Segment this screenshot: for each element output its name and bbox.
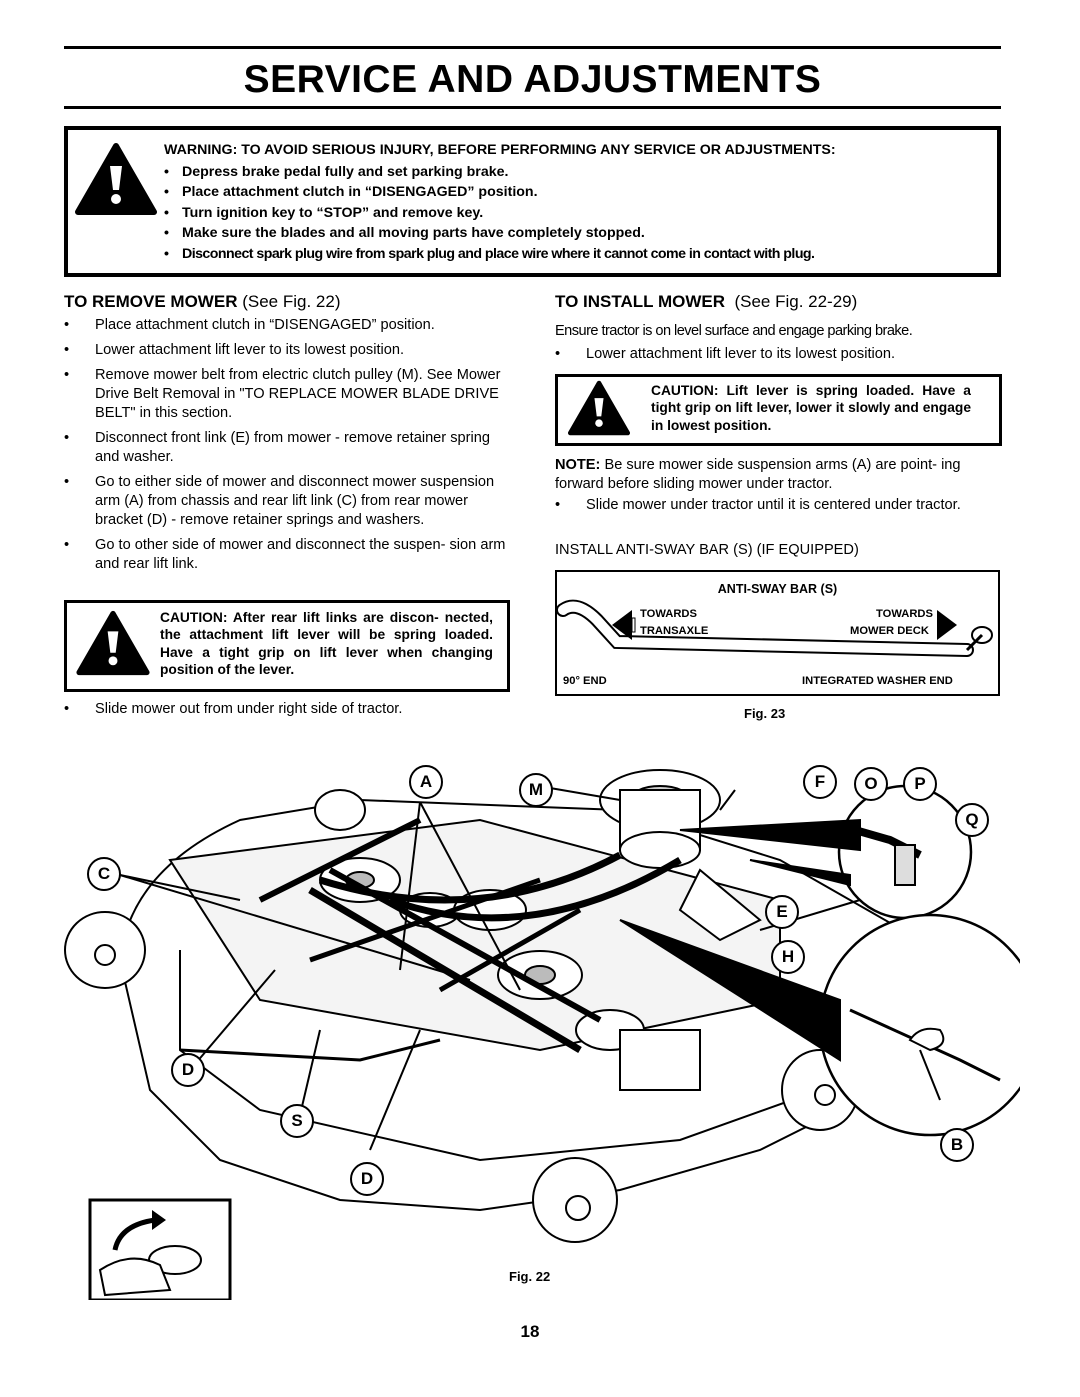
warning-heading: WARNING: TO AVOID SERIOUS INJURY, BEFORE… <box>164 142 836 158</box>
note-text: Be sure mower side suspension arms (A) a… <box>555 457 961 492</box>
warning-item: Turn ignition key to “STOP” and remove k… <box>164 203 814 224</box>
callout-p: P <box>903 767 937 801</box>
remove-heading-main: TO REMOVE MOWER <box>64 292 238 311</box>
warning-triangle-icon <box>75 143 157 215</box>
fig23-towards-right-1: TOWARDS <box>876 608 933 620</box>
callout-s: S <box>280 1104 314 1138</box>
callout-d: D <box>171 1053 205 1087</box>
fig23-caption: Fig. 23 <box>744 706 786 721</box>
fig22-caption: Fig. 22 <box>509 1269 551 1284</box>
fig23-towards-right-2: MOWER DECK <box>850 625 929 637</box>
note-label: NOTE: <box>555 457 601 473</box>
warning-item: Disconnect spark plug wire from spark pl… <box>164 244 815 265</box>
callout-h: H <box>771 940 805 974</box>
install-caution-text: CAUTION: Lift lever is spring loaded. Ha… <box>651 383 971 433</box>
top-rule <box>64 46 1001 49</box>
fig23-towards-left-1: TOWARDS <box>640 608 697 620</box>
list-item: Disconnect front link (E) from mower - r… <box>64 429 510 467</box>
list-item: Lower attachment lift lever to its lowes… <box>555 345 1001 364</box>
remove-caution-box <box>64 600 510 692</box>
title-underline <box>64 106 1001 109</box>
warning-box <box>64 126 1001 277</box>
page-number: 18 <box>520 1322 540 1341</box>
callout-c: C <box>87 857 121 891</box>
callout-f: F <box>803 765 837 799</box>
page-title: SERVICE AND ADJUSTMENTS <box>243 58 822 101</box>
callout-o: O <box>854 767 888 801</box>
list-item: Place attachment clutch in “DISENGAGED” … <box>64 316 510 335</box>
fig23-towards-left-2: TRANSAXLE <box>640 625 709 637</box>
fig23-title: ANTI-SWAY BAR (S) <box>717 582 838 596</box>
anti-sway-bar-illustration <box>557 599 993 657</box>
callout-q: Q <box>955 803 989 837</box>
warning-list: Depress brake pedal fully and set parkin… <box>164 162 815 265</box>
list-item: Slide mower out from under right side of… <box>64 700 510 719</box>
remove-steps: Place attachment clutch in “DISENGAGED” … <box>64 316 510 580</box>
install-intro: Ensure tractor is on level surface and e… <box>555 323 913 339</box>
list-item: Go to either side of mower and disconnec… <box>64 473 510 530</box>
callout-d-2: D <box>350 1162 384 1196</box>
callout-e: E <box>765 895 799 929</box>
install-step-1: Lower attachment lift lever to its lowes… <box>555 345 1001 370</box>
warning-item: Make sure the blades and all moving part… <box>164 223 814 244</box>
list-item: Slide mower under tractor until it is ce… <box>555 496 1001 515</box>
list-item: Remove mower belt from electric clutch p… <box>64 366 510 423</box>
antisway-heading: INSTALL ANTI-SWAY BAR (S) (IF EQUIPPED) <box>555 542 859 558</box>
install-heading-main: TO INSTALL MOWER <box>555 292 725 311</box>
warning-item: Place attachment clutch in “DISENGAGED” … <box>164 182 814 203</box>
remove-caution-text: CAUTION: After rear lift links are disco… <box>160 610 493 678</box>
fig23-box <box>555 570 1000 696</box>
warning-triangle-icon <box>76 610 150 676</box>
fig23-end-right: INTEGRATED WASHER END <box>802 675 953 687</box>
install-note: NOTE: Be sure mower side suspension arms… <box>555 456 1001 494</box>
warning-item: Depress brake pedal fully and set parkin… <box>164 162 814 183</box>
install-heading-ref: (See Fig. 22-29) <box>734 292 858 311</box>
callout-m: M <box>519 773 553 807</box>
list-item: Go to other side of mower and disconnect… <box>64 536 510 574</box>
callout-b: B <box>940 1128 974 1162</box>
install-heading: TO INSTALL MOWER (See Fig. 22-29) <box>555 292 857 312</box>
remove-heading: TO REMOVE MOWER (See Fig. 22) <box>64 292 340 312</box>
remove-final-step: Slide mower out from under right side of… <box>64 700 510 725</box>
fig23-end-left: 90° END <box>563 675 607 687</box>
remove-heading-ref: (See Fig. 22) <box>242 292 341 311</box>
warning-triangle-icon <box>567 380 631 436</box>
install-step-2: Slide mower under tractor until it is ce… <box>555 496 1001 521</box>
callout-a: A <box>409 765 443 799</box>
list-item: Lower attachment lift lever to its lowes… <box>64 341 510 360</box>
mower-deck-illustration <box>64 769 1020 1300</box>
